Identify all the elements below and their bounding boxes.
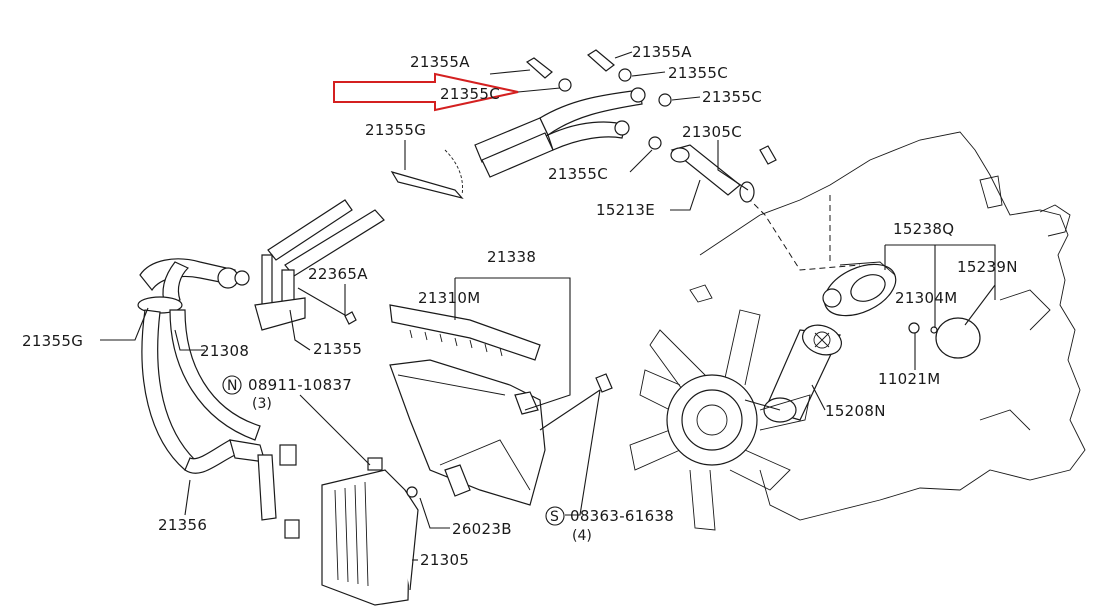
gaskets-right [908,317,981,359]
cooling-fan [629,309,811,531]
leader-lines [100,51,996,561]
engine-block [689,131,1086,521]
s-mark: S [545,506,565,526]
label-21304m: 21304M [895,289,957,307]
connector-15213e [670,144,777,203]
label-21356: 21356 [158,516,207,534]
highlight-arrow [333,72,519,112]
oil-cooler-21305 [321,457,419,606]
label-21310m: 21310M [418,289,480,307]
label-21355g-left: 21355G [22,332,83,350]
label-21355c-2: 21355C [440,85,500,103]
label-21305c: 21305C [682,123,742,141]
label-21355g-top: 21355G [365,121,426,139]
n-mark: N [222,375,242,395]
n-mark-letter: N [227,378,237,394]
label-15238q: 15238Q [893,220,954,238]
shroud-21338 [389,359,546,506]
label-21338: 21338 [487,248,536,266]
label-11021m: 11021M [878,370,940,388]
label-21355c-3: 21355C [702,88,762,106]
label-08911-10837: 08911-10837 [248,376,352,394]
s-mark-letter: S [550,509,559,525]
oil-filter [763,324,842,423]
label-08911-qty: (3) [252,396,272,412]
label-21355c-4: 21355C [548,165,608,183]
label-08363-qty: (4) [572,528,592,544]
thermostat-housing [822,261,897,317]
clamp-21355g-top [390,149,464,200]
label-22365a: 22365A [308,265,368,283]
bolts-08363 [539,373,613,431]
cooler-pipes [254,199,385,331]
label-15213e: 15213E [596,201,655,219]
label-26023b: 26023B [452,520,512,538]
label-21355a-top: 21355A [410,53,470,71]
top-hoses [474,49,672,178]
label-08363-61638: 08363-61638 [570,507,674,525]
label-21355a-right: 21355A [632,43,692,61]
label-15239n: 15239N [957,258,1018,276]
label-21305: 21305 [420,551,469,569]
hose-21356 [137,258,300,539]
label-21355: 21355 [313,340,362,358]
label-15208n: 15208N [825,402,886,420]
part-labels: 21355A 21355A 21355C 21355C 21355C 21355… [22,43,1018,569]
bracket-21310m [389,304,541,361]
label-21308: 21308 [200,342,249,360]
label-21355c-1: 21355C [668,64,728,82]
